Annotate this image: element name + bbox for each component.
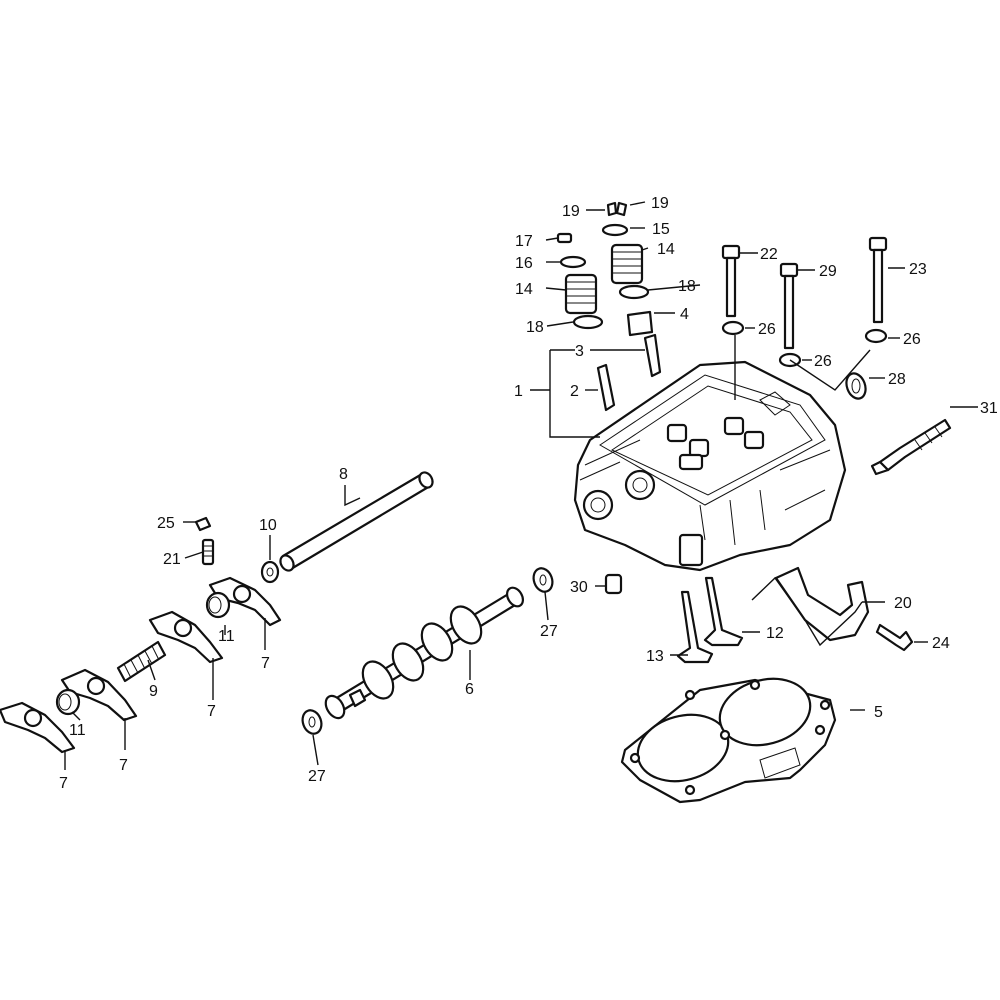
- label-27-b: 27: [308, 768, 326, 785]
- label-9: 9: [149, 683, 158, 700]
- valve-spring-14-left: [564, 273, 598, 315]
- label-11-b: 11: [69, 722, 86, 739]
- spring-retainer-16: [559, 255, 587, 269]
- label-19-a: 19: [562, 203, 580, 220]
- adjusting-screw: [201, 538, 215, 566]
- rocker-collar-1: [205, 591, 231, 619]
- leader-lines: [64, 201, 978, 770]
- label-11-a: 11: [218, 628, 235, 645]
- label-27-a: 27: [540, 623, 558, 640]
- label-7-b: 7: [207, 703, 216, 720]
- spring-seat-18-lower: [572, 314, 604, 330]
- breather-cover: [774, 566, 870, 642]
- label-22: 22: [760, 246, 778, 263]
- label-29: 29: [819, 263, 837, 280]
- label-6: 6: [465, 681, 474, 698]
- label-4: 4: [680, 306, 689, 323]
- label-23: 23: [909, 261, 927, 278]
- label-1: 1: [514, 383, 523, 400]
- valve-guide-2: [596, 363, 616, 412]
- valve-rotator-15: [601, 223, 629, 237]
- thrust-washer-lower: [301, 709, 323, 735]
- label-15: 15: [652, 221, 670, 238]
- exhaust-valve: [703, 576, 744, 647]
- label-26-a: 26: [758, 321, 776, 338]
- label-14-b: 14: [657, 241, 675, 258]
- rocker-shaft: [279, 471, 434, 572]
- label-8: 8: [339, 466, 348, 483]
- spark-plug: [870, 418, 952, 476]
- label-7-a: 7: [261, 655, 270, 672]
- label-14-a: 14: [515, 281, 533, 298]
- label-28: 28: [888, 371, 906, 388]
- head-bolt-23: [868, 236, 888, 324]
- label-24: 24: [932, 635, 950, 652]
- head-bolt-29: [779, 262, 799, 350]
- label-21: 21: [163, 551, 181, 568]
- label-5: 5: [874, 704, 883, 721]
- washer-10: [260, 560, 280, 584]
- part-labels: 1 2 3 4 5 6 7 7 7 7 8 9 10 11 11 12 13 1…: [59, 195, 998, 792]
- label-30: 30: [570, 579, 588, 596]
- washer-26-c: [864, 328, 888, 344]
- label-26-c: 26: [903, 331, 921, 348]
- cap-17: [556, 232, 573, 244]
- cotter-19: [606, 201, 628, 217]
- rocker-arm-3: [60, 668, 138, 722]
- cylinder-head: [573, 360, 847, 572]
- camshaft: [324, 586, 525, 720]
- washer-26-a: [721, 320, 745, 336]
- label-20: 20: [894, 595, 912, 612]
- label-19-b: 19: [651, 195, 669, 212]
- head-gasket: [620, 677, 837, 804]
- spring-seat-18-upper: [618, 284, 650, 300]
- label-12: 12: [766, 625, 784, 642]
- label-3: 3: [575, 343, 584, 360]
- label-2: 2: [570, 383, 579, 400]
- rocker-arm-4: [0, 701, 76, 754]
- flange-bolt: [875, 623, 914, 652]
- intake-valve: [676, 590, 714, 664]
- label-18-a: 18: [526, 319, 544, 336]
- label-25: 25: [157, 515, 175, 532]
- label-17: 17: [515, 233, 533, 250]
- valve-seal-4: [626, 310, 654, 337]
- valve-spring-14-right: [610, 243, 644, 285]
- label-10: 10: [259, 517, 277, 534]
- rocker-spring: [116, 640, 167, 683]
- oil-seal: [845, 372, 867, 400]
- label-13: 13: [646, 648, 664, 665]
- valve-guide-3: [643, 333, 662, 378]
- label-18-b: 18: [678, 278, 696, 295]
- label-16: 16: [515, 255, 533, 272]
- rocker-collar-2: [55, 688, 81, 716]
- label-7-c: 7: [119, 757, 128, 774]
- label-31: 31: [980, 400, 998, 417]
- label-26-b: 26: [814, 353, 832, 370]
- rocker-arm-2: [148, 610, 224, 664]
- lock-nut: [194, 516, 212, 532]
- thrust-washer-upper: [532, 567, 554, 593]
- head-bolt-22: [721, 244, 741, 318]
- label-7-d: 7: [59, 775, 68, 792]
- dowel-pin: [604, 573, 623, 595]
